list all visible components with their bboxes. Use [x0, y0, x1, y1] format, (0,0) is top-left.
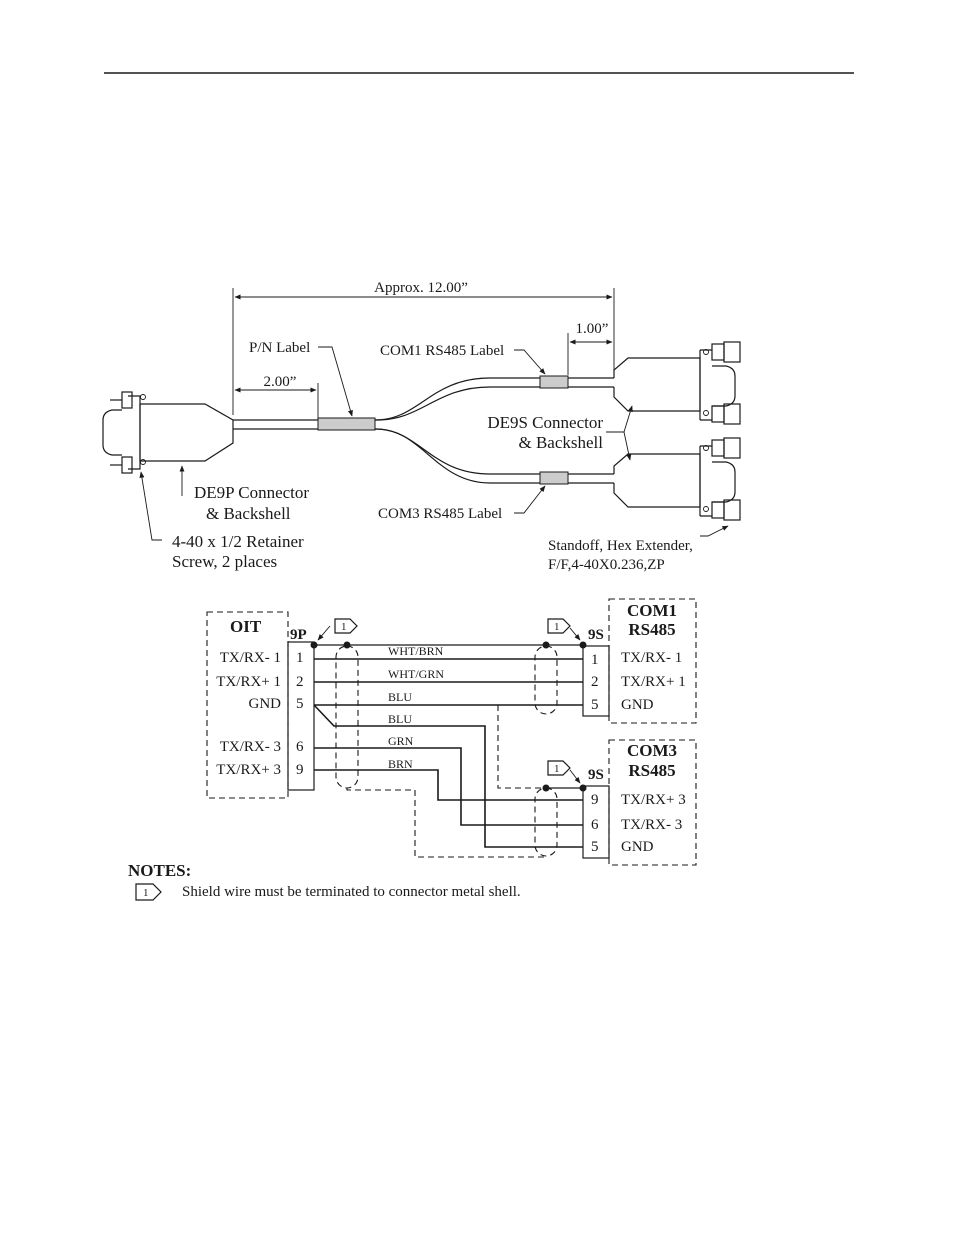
com1-connector-label: 9S — [588, 627, 604, 643]
pn-label-callout: P/N Label — [249, 340, 310, 356]
com1-pin-1: 1 — [591, 652, 599, 668]
cable-body — [233, 377, 614, 484]
pn-label-sleeve — [317, 417, 376, 431]
com3-pin-9: 9 — [591, 792, 599, 808]
de9p-callout-line1: DE9P Connector — [194, 483, 309, 502]
com3-title-line2: RS485 — [628, 761, 675, 780]
svg-text:1: 1 — [554, 763, 560, 775]
com3-pin-5: 5 — [591, 839, 599, 855]
wire-label-grn: GRN — [388, 734, 414, 748]
note-marker-com3: 1 — [547, 760, 581, 784]
com3-pin-6: 6 — [591, 817, 599, 833]
notes-marker-shape — [135, 883, 162, 901]
com3-connector-label: 9S — [588, 767, 604, 783]
com1-signal-3: GND — [621, 697, 654, 713]
oit-title: OIT — [230, 617, 262, 636]
right-length-dimension: 1.00” — [576, 321, 609, 337]
oit-signal-1: TX/RX- 1 — [220, 650, 281, 666]
oit-signal-3: GND — [249, 696, 282, 712]
shield-com1 — [534, 645, 558, 715]
note-marker-oit: 1 — [317, 618, 358, 641]
standoff-callout-line1: Standoff, Hex Extender, — [548, 538, 693, 554]
com3-signal-5: GND — [621, 839, 654, 855]
wiring-schematic: OIT 9P TX/RX- 1 TX/RX+ 1 GND TX/RX- 3 TX… — [206, 598, 697, 866]
com1-title-line1: COM1 — [627, 601, 677, 620]
com3-title-line1: COM3 — [627, 741, 677, 760]
com1-title-line2: RS485 — [628, 620, 675, 639]
notes-section: NOTES: 1 Shield wire must be terminated … — [128, 861, 521, 901]
de9s-connector-top-drawing — [613, 341, 741, 425]
screw-callout-line1: 4-40 x 1/2 Retainer — [172, 532, 304, 551]
svg-text:1: 1 — [554, 621, 560, 633]
oit-pin-9: 9 — [296, 762, 304, 778]
wire-blu-com3 — [313, 704, 583, 848]
oit-pin-5: 5 — [296, 696, 304, 712]
com3-signal-9: TX/RX+ 3 — [621, 792, 686, 808]
note-marker-com1: 1 — [547, 618, 581, 641]
svg-text:1: 1 — [341, 621, 347, 633]
oit-signal-2: TX/RX+ 1 — [216, 674, 281, 690]
com3-label-callout: COM3 RS485 Label — [378, 506, 502, 522]
de9p-connector-drawing — [102, 391, 234, 474]
de9s-callout-line2: & Backshell — [518, 433, 603, 452]
notes-text: Shield wire must be terminated to connec… — [182, 884, 521, 900]
shield-com3 — [534, 787, 558, 857]
left-length-dimension: 2.00” — [264, 374, 297, 390]
com1-label-sleeve — [539, 375, 569, 389]
wire-label-blu-2: BLU — [388, 712, 412, 726]
com1-signal-2: TX/RX+ 1 — [621, 674, 686, 690]
oit-pin-6: 6 — [296, 739, 304, 755]
wire-label-wht-grn: WHT/GRN — [388, 667, 444, 681]
de9s-connector-bottom-drawing — [613, 437, 741, 521]
oit-signal-5: TX/RX+ 3 — [216, 762, 281, 778]
wire-brn — [314, 769, 583, 801]
mechanical-drawing: Approx. 12.00” 2.00” 1.00” — [102, 280, 741, 573]
com3-label-sleeve — [539, 471, 569, 485]
wire-label-brn: BRN — [388, 757, 413, 771]
oit-pin-2: 2 — [296, 674, 304, 690]
wire-label-blu-1: BLU — [388, 690, 412, 704]
standoff-callout-line2: F/F,4-40X0.236,ZP — [548, 557, 665, 573]
com1-pin-5: 5 — [591, 697, 599, 713]
com1-label-callout: COM1 RS485 Label — [380, 343, 504, 359]
notes-marker: 1 — [143, 887, 149, 899]
com1-pin-2: 2 — [591, 674, 599, 690]
wire-label-wht-brn: WHT/BRN — [388, 644, 444, 658]
overall-length-dimension: Approx. 12.00” — [374, 280, 468, 296]
oit-pin-1: 1 — [296, 650, 304, 666]
shield-left — [335, 645, 359, 789]
wire-grn — [314, 747, 583, 826]
oit-signal-4: TX/RX- 3 — [220, 739, 281, 755]
com1-signal-1: TX/RX- 1 — [621, 650, 682, 666]
de9p-callout-line2: & Backshell — [206, 504, 291, 523]
com3-signal-6: TX/RX- 3 — [621, 817, 682, 833]
screw-callout-line2: Screw, 2 places — [172, 552, 277, 571]
notes-heading: NOTES: — [128, 861, 191, 880]
de9s-callout-line1: DE9S Connector — [487, 413, 603, 432]
oit-connector-label: 9P — [290, 627, 307, 643]
